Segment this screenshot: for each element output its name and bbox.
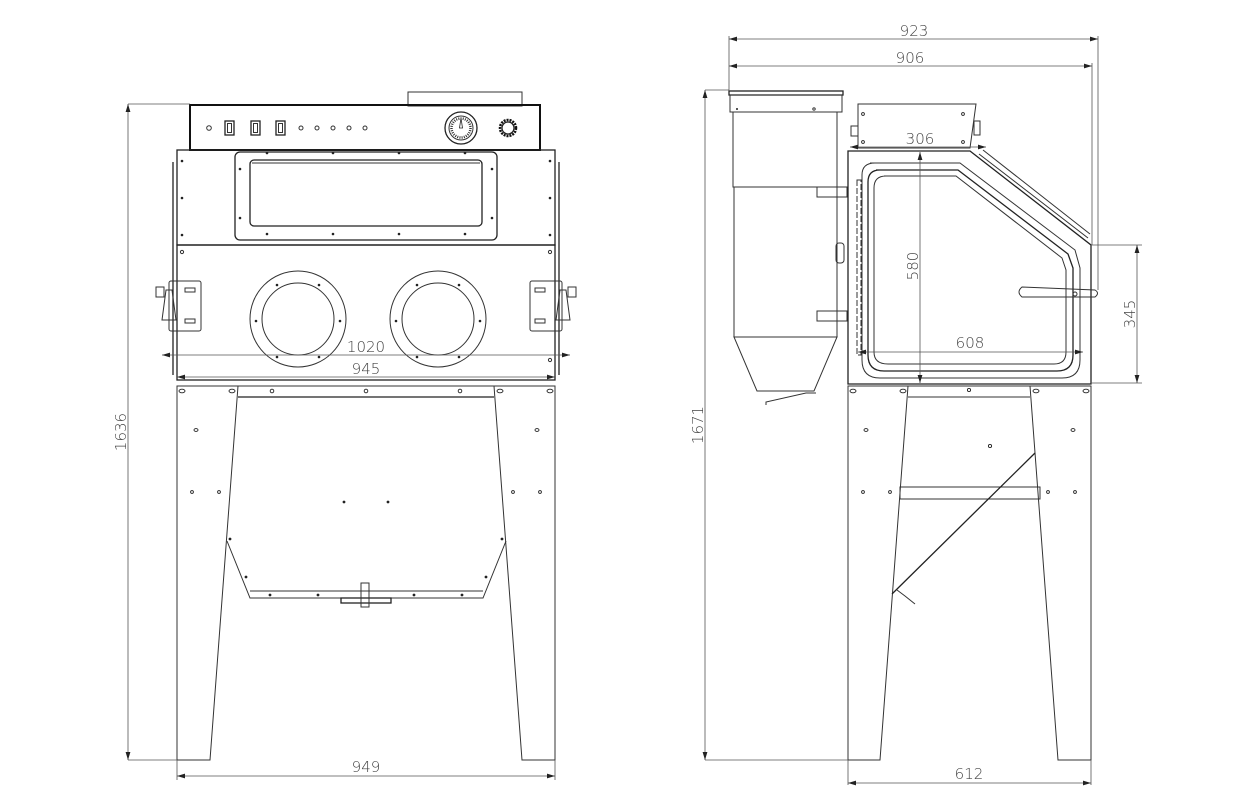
- dimension-leg-width: 949: [176, 758, 556, 780]
- door-latch-left: [155, 280, 202, 332]
- dust-collector: [728, 90, 848, 405]
- dim-label-1636: 1636: [112, 413, 130, 451]
- front-view: 1636 1020 945 949: [112, 91, 577, 780]
- dimension-depth-without-knob: 906: [729, 49, 1093, 245]
- dimension-total-height-side: 1671: [689, 89, 848, 761]
- dimension-total-height-front: 1636: [112, 103, 190, 761]
- dimension-window-height: 580: [904, 152, 923, 383]
- dim-label-580: 580: [904, 252, 922, 281]
- side-view: 923 906 306 580 608 345 167: [689, 22, 1142, 786]
- dimension-cabinet-width: 945: [177, 360, 555, 380]
- door-latch-right: [529, 280, 577, 332]
- rocker-switch-icon: [224, 120, 286, 136]
- dimension-lower-section-height: 345: [1091, 244, 1142, 384]
- dim-label-945: 945: [352, 360, 381, 378]
- dimension-top-box-width: 306: [850, 130, 986, 150]
- side-window: [873, 175, 1067, 365]
- side-door-frame: [867, 169, 1074, 372]
- dimension-window-width: 608: [858, 334, 1083, 355]
- dim-label-306: 306: [906, 130, 935, 148]
- dim-label-608: 608: [956, 334, 985, 352]
- side-stand: [847, 385, 1092, 761]
- dim-label-923: 923: [900, 22, 929, 40]
- dim-label-1020: 1020: [347, 338, 385, 356]
- dim-label-906: 906: [896, 49, 925, 67]
- dimension-outer-width: 1020: [162, 338, 570, 358]
- window-screws: [180, 151, 552, 237]
- viewing-window: [249, 159, 483, 227]
- pressure-gauge-icon: [444, 111, 478, 145]
- dim-label-612: 612: [955, 765, 984, 783]
- dim-label-949: 949: [352, 758, 381, 776]
- dimension-overall-depth: 923: [728, 22, 1099, 290]
- glove-port-left: [249, 270, 347, 368]
- upper-cabinet: [176, 149, 556, 246]
- regulator-knob-icon: [498, 118, 518, 138]
- viewing-window-frame: [234, 151, 498, 241]
- top-duct: [407, 91, 523, 107]
- dimension-leg-depth: 612: [847, 760, 1092, 786]
- dim-label-345: 345: [1121, 300, 1139, 329]
- front-stand: [176, 385, 556, 761]
- dim-label-1671: 1671: [689, 406, 707, 444]
- cabinet-side-body: [847, 150, 1092, 385]
- glove-port-right: [389, 270, 487, 368]
- control-panel: [189, 104, 541, 151]
- door-handle: [1018, 286, 1098, 298]
- side-door-outer: [861, 162, 1081, 379]
- control-panel-indicators: [206, 125, 368, 131]
- lower-cabinet: [176, 244, 556, 381]
